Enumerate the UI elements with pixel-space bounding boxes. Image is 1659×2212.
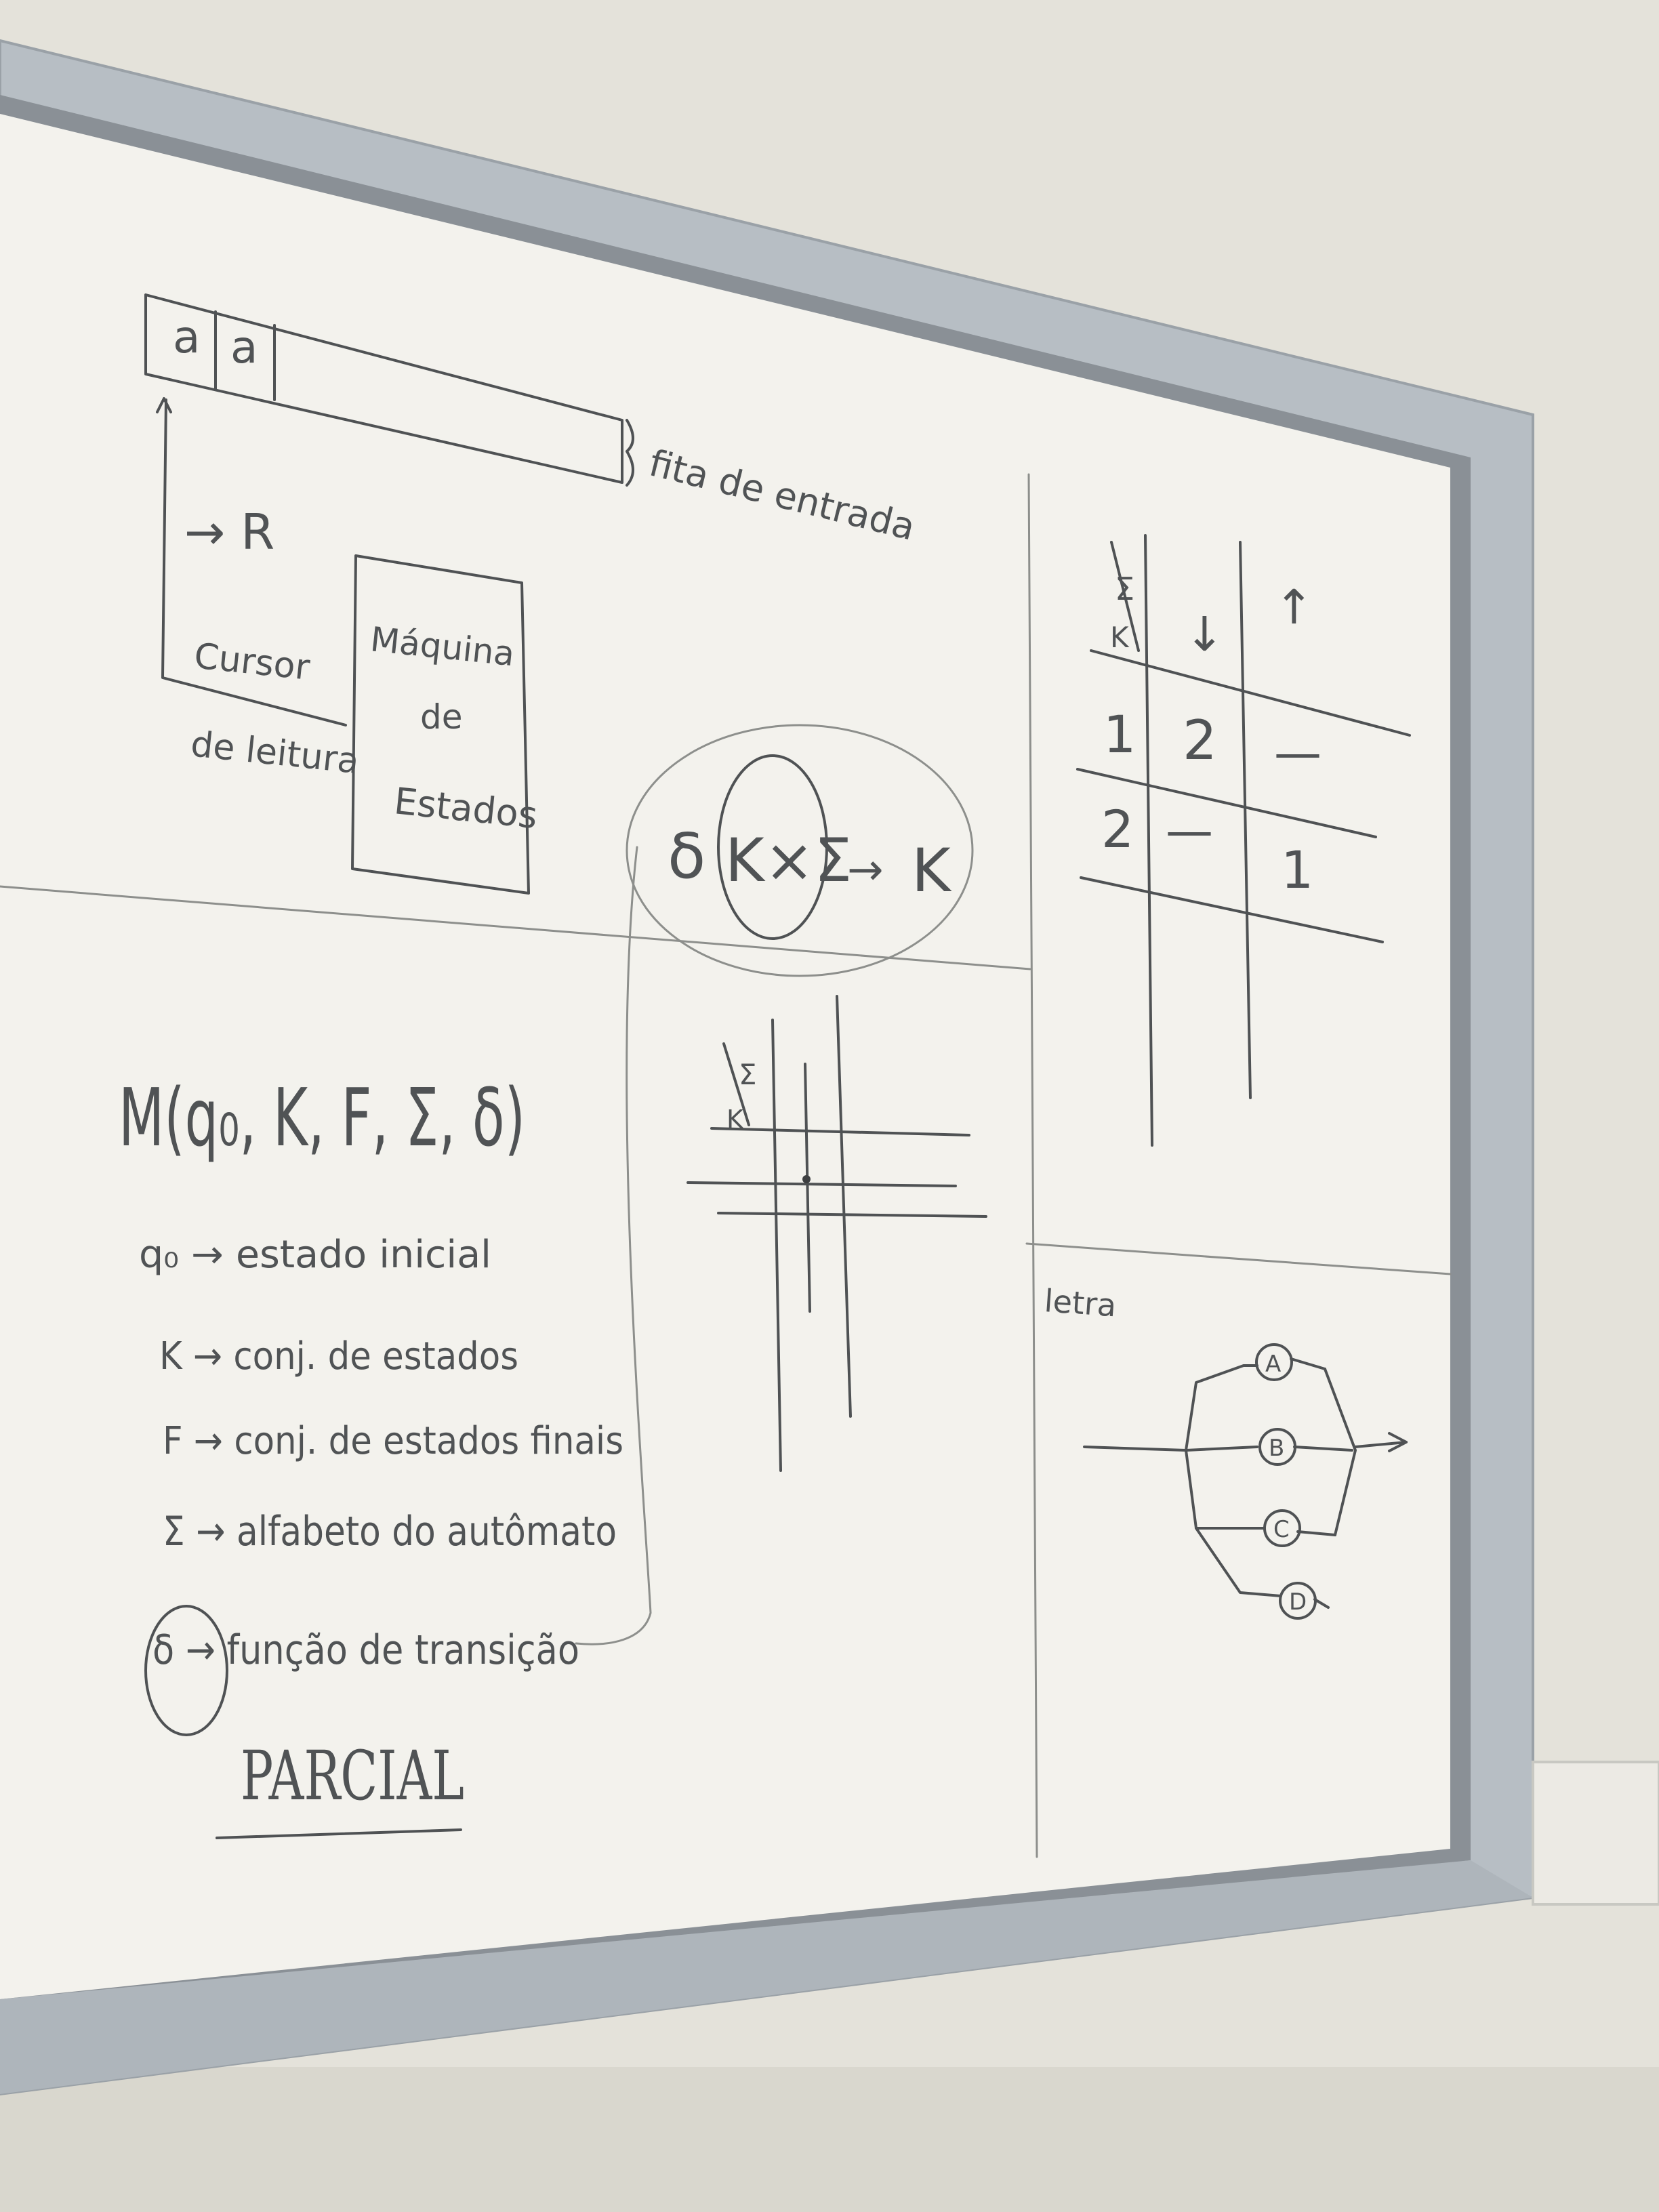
table-r1-c3: — (1274, 725, 1322, 781)
automaton-def-3: F → conj. de estados finais (163, 1419, 623, 1463)
table-r1-c1: 1 (1103, 704, 1136, 764)
small-table-corner-top: Σ (739, 1058, 757, 1091)
divider-horizontal-right (1025, 1242, 1452, 1275)
automaton-note-underline (216, 1828, 462, 1839)
delta-circle (144, 1605, 228, 1736)
small-table-corner-bottom: K (726, 1105, 744, 1134)
eraser-holder (1532, 1761, 1659, 1906)
circuit-node-a: A (1265, 1351, 1281, 1378)
automaton-note: PARCIAL (241, 1736, 464, 1816)
table-r2-c3: 1 (1281, 840, 1313, 900)
automaton-def-4: Σ → alfabeto do autômato (163, 1508, 617, 1555)
transition-table-lines (1076, 534, 1411, 1147)
cursor-arrow-label: → R (184, 504, 274, 560)
divider-horizontal-left (0, 885, 1031, 970)
transition-def-outer-circle (626, 724, 974, 977)
input-tape (144, 293, 634, 487)
table-corner-top: Σ (1115, 571, 1134, 607)
table-corner-bottom: K (1110, 621, 1130, 654)
table-col-down: ↓ (1185, 607, 1225, 662)
marker-tray (0, 1860, 1533, 2094)
circuit-node-b: B (1269, 1435, 1284, 1462)
wall-lower (0, 2067, 1659, 2212)
circuit-label: letra (1043, 1282, 1118, 1324)
tape-cell-1: a (173, 311, 200, 363)
whiteboard-surface (0, 114, 1450, 1999)
table-col-up: ↑ (1274, 579, 1314, 635)
small-table-lines (687, 995, 987, 1472)
transition-codomain: K (912, 836, 952, 905)
divider-vertical (1027, 473, 1038, 1858)
tape-cell-2: a (230, 321, 258, 373)
transition-def-inner-circle (717, 754, 828, 940)
automaton-def-5: δ → função de transição (152, 1626, 579, 1674)
state-machine-line2: de (420, 697, 463, 737)
automaton-def-2: K → conj. de estados (159, 1334, 518, 1378)
circuit-node-d: D (1289, 1589, 1307, 1616)
transition-delta: δ (668, 820, 705, 893)
table-r1-c2: 2 (1183, 709, 1217, 772)
transition-domain: K×Σ (725, 825, 852, 895)
automaton-head: M(q₀, K, F, Σ, δ) (119, 1071, 525, 1164)
circuit-node-c: C (1273, 1516, 1290, 1543)
cursor-drawing (156, 397, 347, 726)
automaton-def-1: q₀ → estado inicial (139, 1233, 491, 1277)
circuit-wires (1083, 1343, 1408, 1620)
transition-arrow: → (847, 845, 884, 895)
transition-link-curve (575, 846, 652, 1645)
state-machine-box (351, 554, 530, 895)
table-r2-c2: — (1166, 803, 1213, 859)
table-r2-c1: 2 (1101, 799, 1134, 859)
